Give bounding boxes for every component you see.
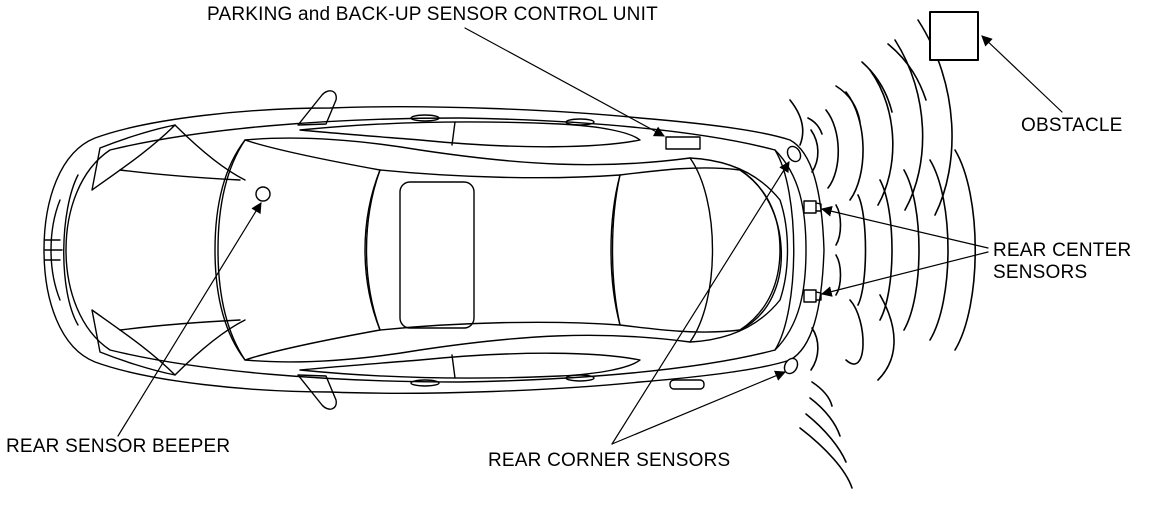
rear-center-label-line1: REAR CENTER bbox=[993, 240, 1132, 261]
hood-line-upper bbox=[174, 124, 246, 181]
rear-corner-sensors-label: REAR CORNER SENSORS bbox=[488, 450, 731, 471]
rear-window bbox=[610, 167, 781, 333]
mirror-lower bbox=[297, 374, 337, 410]
side-window-lower bbox=[299, 352, 641, 379]
rear-center-sensor-lower bbox=[803, 289, 822, 303]
rear-center-sensor-upper bbox=[803, 200, 822, 214]
rear-center-sensors-label: REAR CENTER SENSORS bbox=[993, 240, 1131, 284]
side-window-upper bbox=[299, 121, 641, 148]
leader-rear-corner-upper bbox=[611, 161, 790, 445]
door-handle-upper-front bbox=[410, 114, 440, 122]
sensor-waves bbox=[789, 19, 976, 489]
front-grille-left bbox=[44, 239, 63, 261]
rear-center-label-line2: SENSORS bbox=[993, 262, 1088, 283]
rear-sensor-beeper bbox=[255, 186, 271, 202]
rear-corner-sensor-lower bbox=[783, 357, 799, 375]
cabin-outline bbox=[214, 137, 789, 363]
headlight-upper bbox=[91, 124, 176, 191]
obstacle-box bbox=[929, 11, 979, 61]
side-marker-lower bbox=[669, 379, 705, 390]
control-unit-box bbox=[665, 136, 701, 150]
trunk-line bbox=[739, 169, 782, 331]
rear-corner-sensor-upper bbox=[786, 145, 802, 163]
leader-lines bbox=[117, 27, 1063, 445]
car-outline bbox=[43, 106, 825, 394]
obstacle-label: OBSTACLE bbox=[1021, 115, 1123, 136]
leader-obstacle bbox=[981, 35, 1063, 113]
leader-beeper bbox=[117, 202, 262, 437]
door-handle-lower-front bbox=[410, 379, 440, 387]
rear-sensor-beeper-label: REAR SENSOR BEEPER bbox=[6, 436, 231, 457]
car-body bbox=[43, 90, 825, 410]
control-unit-label: PARKING and BACK-UP SENSOR CONTROL UNIT bbox=[207, 4, 658, 25]
leader-control-unit bbox=[464, 27, 665, 137]
leader-rear-center-lower bbox=[820, 251, 989, 297]
sunroof bbox=[399, 181, 475, 329]
car-inner-outline bbox=[65, 117, 807, 383]
door-handle-upper-rear bbox=[565, 118, 595, 126]
leader-rear-center-upper bbox=[820, 205, 989, 249]
door-handle-lower-rear bbox=[565, 374, 595, 382]
windshield bbox=[217, 139, 381, 361]
headlight-lower bbox=[91, 309, 176, 376]
mirror-upper bbox=[297, 90, 337, 126]
hood-line-lower bbox=[174, 319, 246, 376]
roof bbox=[365, 169, 621, 331]
leader-rear-corner-lower bbox=[611, 370, 786, 445]
